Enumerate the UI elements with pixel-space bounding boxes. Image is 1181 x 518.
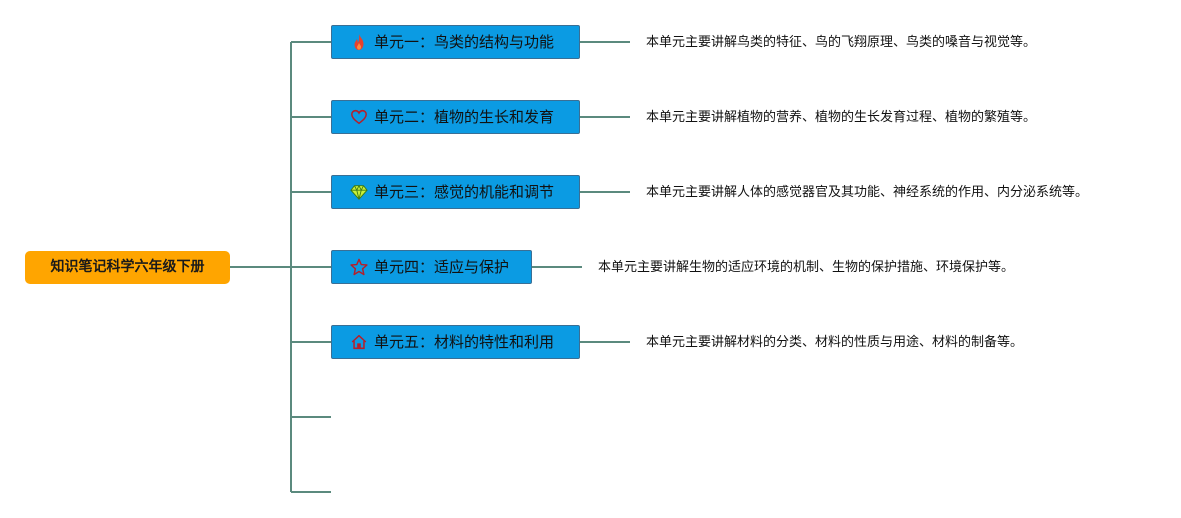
fire-icon — [350, 33, 368, 51]
heart-icon — [350, 108, 368, 126]
unit-node-5[interactable]: 单元五：材料的特性和利用 — [331, 325, 580, 359]
unit-node-4[interactable]: 单元四：适应与保护 — [331, 250, 532, 284]
unit-description-5: 本单元主要讲解材料的分类、材料的性质与用途、材料的制备等。 — [646, 335, 1024, 350]
unit-description-1: 本单元主要讲解鸟类的特征、鸟的飞翔原理、鸟类的嗓音与视觉等。 — [646, 35, 1037, 50]
unit-description-3: 本单元主要讲解人体的感觉器官及其功能、神经系统的作用、内分泌系统等。 — [646, 185, 1089, 200]
root-label: 知识笔记科学六年级下册 — [50, 259, 205, 275]
unit-label-5: 单元五：材料的特性和利用 — [374, 333, 555, 351]
home-icon — [350, 333, 368, 351]
unit-label-4: 单元四：适应与保护 — [374, 258, 510, 276]
unit-label-1: 单元一：鸟类的结构与功能 — [374, 33, 555, 51]
diamond-icon — [350, 183, 368, 201]
root-node[interactable]: 知识笔记科学六年级下册 — [25, 251, 230, 284]
unit-label-2: 单元二：植物的生长和发育 — [374, 108, 555, 126]
unit-node-3[interactable]: 单元三：感觉的机能和调节 — [331, 175, 580, 209]
unit-label-3: 单元三：感觉的机能和调节 — [374, 183, 555, 201]
star-icon — [350, 258, 368, 276]
unit-description-4: 本单元主要讲解生物的适应环境的机制、生物的保护措施、环境保护等。 — [598, 260, 1015, 275]
unit-node-2[interactable]: 单元二：植物的生长和发育 — [331, 100, 580, 134]
unit-description-2: 本单元主要讲解植物的营养、植物的生长发育过程、植物的繁殖等。 — [646, 110, 1037, 125]
unit-node-1[interactable]: 单元一：鸟类的结构与功能 — [331, 25, 580, 59]
